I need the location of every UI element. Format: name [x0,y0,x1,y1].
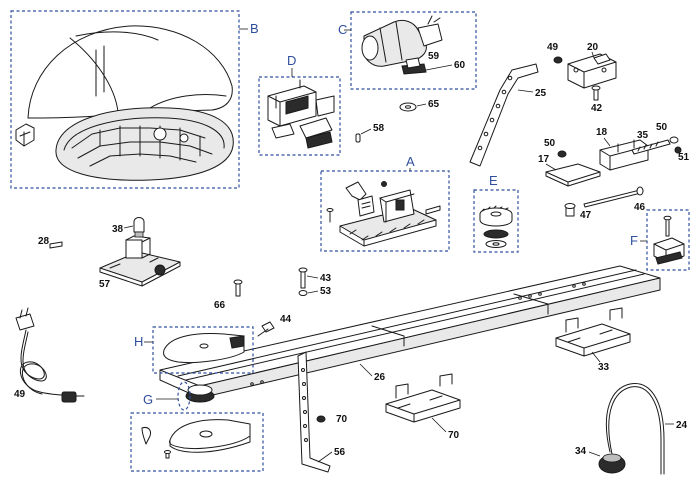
pin-58 [355,133,361,143]
part-label-26: 26 [374,372,386,383]
part-label-49-bottom: 70 [336,414,348,425]
bent-arm-25: 25 [469,63,547,167]
cover-dome [27,25,233,119]
fuse-28 [49,241,63,249]
trolley-assembly: A [320,154,450,252]
group-label-g: G [143,392,153,407]
rail-connector-70b: 33 [555,307,631,373]
group-label-b: B [250,21,259,36]
connector-70-lower [385,389,461,415]
part-label-33: 24 [676,420,688,431]
group-box-h [152,326,254,374]
group-box-f [646,209,690,271]
release-cord: 34 24 [575,383,688,475]
part-label-25: 25 [535,88,547,99]
part-label-35: 35 [637,130,649,141]
base-tray [55,107,234,181]
part-label-70-lower: 70 [448,430,460,441]
part-label-59: 59 [428,51,440,62]
door-arm-24: 56 70 [297,351,348,473]
bolt-44 [261,321,275,333]
connector-70-upper [555,323,631,349]
part-label-46: 46 [634,202,646,213]
part-label-18: 18 [596,127,608,138]
part-label-38: 38 [112,224,124,235]
power-plug [15,313,35,331]
gearbox-assembly: D [258,53,341,156]
part-label-42: 42 [591,103,603,114]
nut-49-bottom [316,415,326,423]
top-bracket-20: 20 49 42 [547,42,617,114]
part-label-50-right: 50 [656,122,668,133]
part-label-49-top: 49 [547,42,559,53]
clip [141,427,151,445]
rail-connector-70a: 70 [385,373,461,441]
group-label-f: F [630,233,638,248]
power-cord: 49 [14,307,85,403]
header-bracket-group: 18 35 50 51 50 17 46 47 [538,122,690,221]
group-label-e: E [489,173,498,188]
group-label-h: H [134,334,143,349]
end-bracket-assembly: F [630,209,690,271]
part-label-24: 56 [334,447,346,458]
pulley-assembly: G [130,381,264,472]
bulb-38 [133,217,145,233]
washer-53 [298,290,308,296]
washer-50-right [669,136,679,144]
motor-body [363,19,427,67]
housing-assembly: B [10,10,259,189]
pulley-base-plate [169,419,251,449]
nut-49-top [553,56,563,64]
part-label-58: 58 [373,123,385,134]
part-label-65: 65 [428,99,440,110]
release-cable [606,383,665,475]
part-label-20: 20 [587,42,599,53]
group-label-d: D [287,53,296,68]
fasteners-middle: 66 43 53 44 [214,267,332,337]
group-label-c: C [338,22,347,37]
group-label-a: A [406,154,415,169]
part-label-28: 28 [38,236,50,247]
part-label-44: 44 [280,314,292,325]
part-label-56: 49 [14,389,26,400]
part-label-43: 43 [320,273,332,284]
group-box-c [350,11,477,90]
group-box-d [258,76,341,156]
nut-51 [674,146,682,154]
group-box-a [320,170,450,252]
power-connector [61,391,77,403]
washer-65 [399,102,417,112]
part-label-57: 57 [99,279,111,290]
part-label-60: 60 [454,60,466,71]
part-label-50-left: 50 [544,138,556,149]
part-label-47: 47 [580,210,592,221]
gear-washer [483,229,509,239]
bent-arm [469,63,539,167]
rail-26: 26 [159,265,661,399]
part-label-34: 34 [575,446,587,457]
part-label-53: 53 [320,286,332,297]
gear-assembly: E [473,173,519,253]
control-board: 38 28 57 [38,217,181,290]
part-label-70-upper: 33 [598,362,610,373]
group-marker-g [177,381,191,411]
end-bracket [653,237,685,251]
trolley-lever [345,181,367,201]
group-box-g-base [130,412,264,472]
group-box-e [473,189,519,253]
motor-assembly: C 59 60 [338,11,477,90]
part-label-17: 17 [538,154,550,165]
bolt-46 [583,189,642,208]
part-label-51: 51 [678,152,690,163]
pulley-cover-assembly: H [134,326,254,374]
part-label-66: 66 [214,300,226,311]
loose-parts-center: 65 58 [355,99,440,143]
group-box-b [10,10,240,189]
nut-50-left [557,150,567,158]
bracket-18 [599,139,649,171]
bolt-43 [300,269,306,289]
